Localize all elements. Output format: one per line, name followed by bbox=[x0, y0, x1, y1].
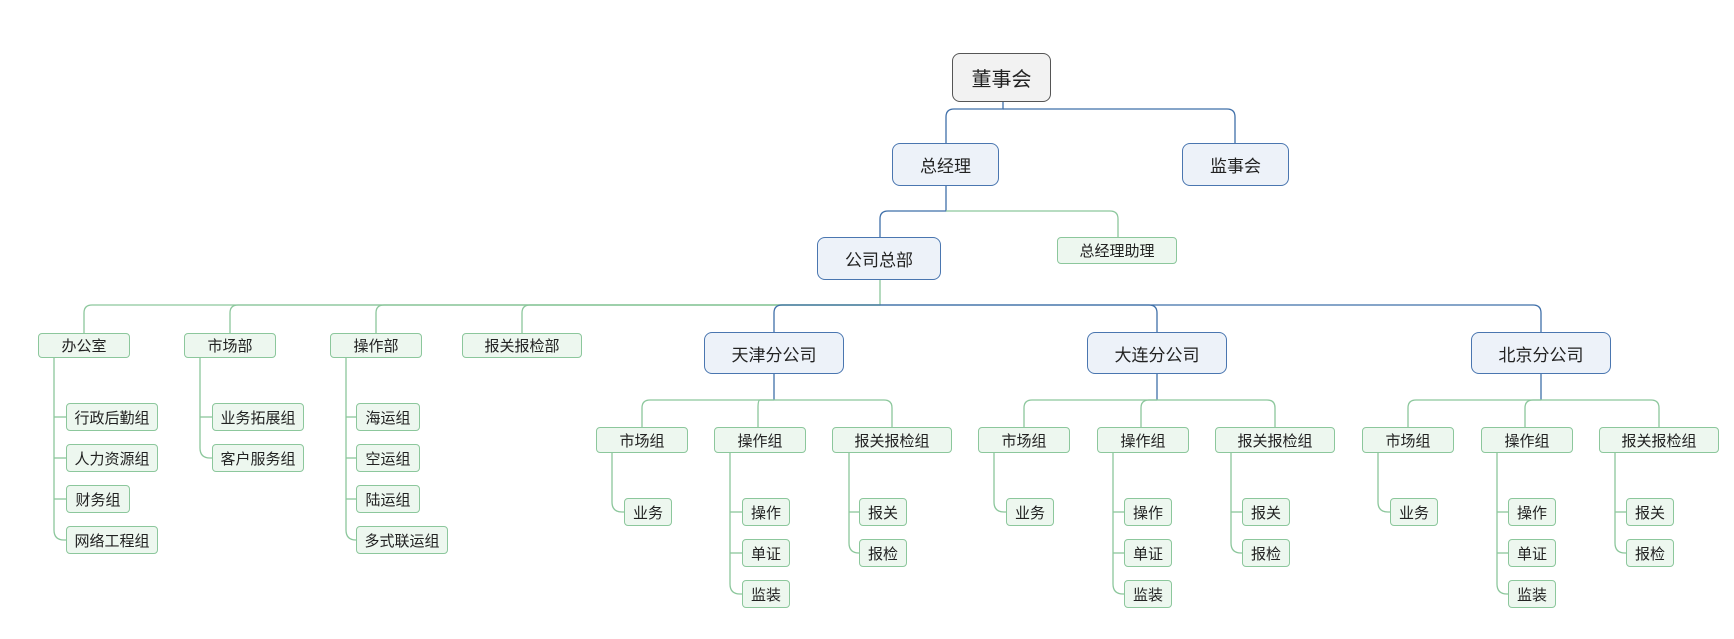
node-office-item: 网络工程组 bbox=[66, 526, 158, 554]
node-operations-item: 空运组 bbox=[356, 444, 420, 472]
node-branch-customs-group: 报关报检组 bbox=[832, 427, 952, 453]
connector bbox=[945, 102, 1004, 143]
node-branch-item: 业务 bbox=[1390, 498, 1438, 526]
connector bbox=[1524, 399, 1541, 427]
node-branch-item: 报检 bbox=[1242, 539, 1290, 567]
connector bbox=[1541, 399, 1660, 427]
node-branch-item: 业务 bbox=[1006, 498, 1054, 526]
connector bbox=[345, 358, 357, 541]
connector bbox=[1157, 399, 1276, 427]
node-branch-market-group: 市场组 bbox=[596, 427, 688, 453]
connector bbox=[729, 453, 742, 595]
connector bbox=[1496, 453, 1508, 595]
connector bbox=[611, 453, 624, 513]
node-operations-dept: 操作部 bbox=[330, 333, 422, 358]
connector bbox=[880, 304, 1158, 332]
connector bbox=[521, 304, 880, 333]
connector bbox=[199, 358, 212, 459]
node-branch-item: 单证 bbox=[1124, 539, 1172, 567]
connector bbox=[641, 399, 774, 427]
node-gm-assistant: 总经理助理 bbox=[1057, 237, 1177, 264]
node-branch-ops-group: 操作组 bbox=[714, 427, 806, 453]
node-branch-item: 操作 bbox=[1508, 498, 1556, 526]
node-office: 办公室 bbox=[38, 333, 130, 358]
node-branch-item: 监装 bbox=[1508, 580, 1556, 608]
connector bbox=[757, 399, 774, 427]
connector bbox=[1407, 399, 1541, 427]
node-branch-item: 报关 bbox=[1242, 498, 1290, 526]
connector bbox=[1023, 399, 1157, 427]
node-marketing-item: 客户服务组 bbox=[212, 444, 304, 472]
connector bbox=[1112, 453, 1124, 595]
connector bbox=[1614, 453, 1626, 554]
node-branch-item: 操作 bbox=[1124, 498, 1172, 526]
connector bbox=[53, 358, 66, 541]
node-branch-item: 监装 bbox=[742, 580, 790, 608]
connector bbox=[880, 304, 1542, 332]
node-office-item: 行政后勤组 bbox=[66, 403, 158, 431]
connector bbox=[993, 453, 1006, 513]
connector bbox=[1377, 453, 1390, 513]
node-branch-item: 业务 bbox=[624, 498, 672, 526]
node-branch-item: 报检 bbox=[859, 539, 907, 567]
node-office-item: 人力资源组 bbox=[66, 444, 158, 472]
connector bbox=[774, 399, 893, 427]
node-board: 董事会 bbox=[952, 53, 1051, 102]
node-branch-item: 报关 bbox=[859, 498, 907, 526]
connector bbox=[83, 280, 881, 333]
node-branch-tianjin: 天津分公司 bbox=[704, 332, 844, 374]
connector bbox=[1003, 108, 1236, 143]
node-general-manager: 总经理 bbox=[892, 143, 999, 186]
node-branch-item: 单证 bbox=[742, 539, 790, 567]
connector bbox=[848, 453, 860, 554]
node-branch-dalian: 大连分公司 bbox=[1087, 332, 1227, 374]
connector bbox=[1140, 399, 1157, 427]
connector bbox=[375, 304, 880, 333]
node-branch-item: 操作 bbox=[742, 498, 790, 526]
node-branch-customs-group: 报关报检组 bbox=[1599, 427, 1719, 453]
node-supervisory-board: 监事会 bbox=[1182, 143, 1289, 186]
node-operations-item: 陆运组 bbox=[356, 485, 420, 513]
connector bbox=[229, 304, 880, 333]
node-branch-customs-group: 报关报检组 bbox=[1215, 427, 1335, 453]
node-branch-market-group: 市场组 bbox=[1362, 427, 1454, 453]
node-marketing-item: 业务拓展组 bbox=[212, 403, 304, 431]
connector bbox=[773, 304, 880, 332]
node-branch-item: 单证 bbox=[1508, 539, 1556, 567]
node-marketing-dept: 市场部 bbox=[184, 333, 276, 358]
node-branch-item: 监装 bbox=[1124, 580, 1172, 608]
connector bbox=[946, 210, 1119, 237]
node-branch-market-group: 市场组 bbox=[978, 427, 1070, 453]
node-branch-item: 报关 bbox=[1626, 498, 1674, 526]
node-headquarters: 公司总部 bbox=[817, 237, 941, 280]
node-operations-item: 海运组 bbox=[356, 403, 420, 431]
connector bbox=[1230, 453, 1242, 554]
node-branch-beijing: 北京分公司 bbox=[1471, 332, 1611, 374]
node-branch-ops-group: 操作组 bbox=[1097, 427, 1189, 453]
node-branch-ops-group: 操作组 bbox=[1481, 427, 1573, 453]
connector bbox=[879, 186, 947, 237]
node-customs-dept: 报关报检部 bbox=[462, 333, 582, 358]
node-office-item: 财务组 bbox=[66, 485, 130, 513]
node-branch-item: 报检 bbox=[1626, 539, 1674, 567]
node-operations-item: 多式联运组 bbox=[356, 526, 448, 554]
